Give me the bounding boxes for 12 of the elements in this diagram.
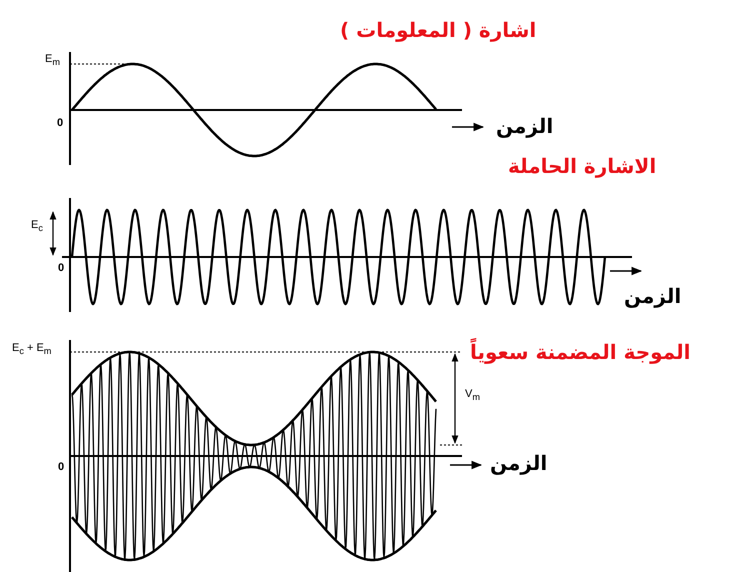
axis-label: E$_{c}$: [31, 220, 43, 234]
axis-label: الزمن: [624, 286, 682, 306]
axis-label: 0: [57, 118, 64, 129]
axis-label: E$_{m}$: [45, 54, 60, 68]
axis-label: 0: [58, 462, 64, 473]
axis-label: 0: [58, 263, 64, 274]
axis-label: الزمن: [490, 453, 548, 473]
axis-label: الزمن: [496, 116, 554, 136]
axis-label: V$_{m}$: [465, 389, 480, 402]
heading: اشارة ( المعلومات ): [340, 20, 536, 40]
axis-label: E$_{c}$ + E$_{m}$: [12, 343, 52, 356]
heading: الاشارة الحاملة: [508, 156, 656, 176]
